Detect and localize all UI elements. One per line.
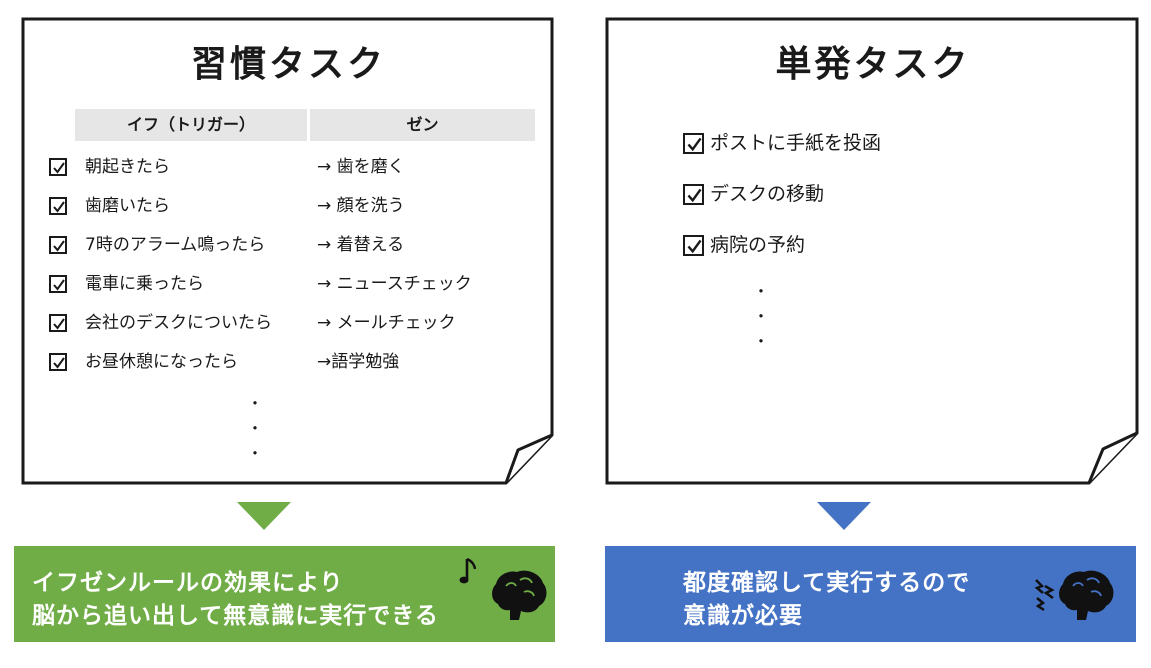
- single-task-title: 単発タスク: [775, 44, 971, 85]
- habit-action: → 顔を洗う: [317, 196, 405, 216]
- checkbox-checked-icon[interactable]: [49, 275, 67, 293]
- checkbox-checked-icon[interactable]: [49, 197, 67, 215]
- page-curl-frame: [605, 17, 1139, 485]
- column-header-if: イフ（トリガー）: [75, 109, 307, 141]
- single-task-label: デスクの移動: [710, 183, 825, 205]
- habit-trigger: 朝起きたら: [85, 157, 170, 177]
- checkbox-checked-icon[interactable]: [49, 236, 67, 254]
- habit-row: 朝起きたら → 歯を磨く: [49, 154, 529, 180]
- single-task-card: 単発タスク ポストに手紙を投函 デスクの移動 病院の予約 ・ ・ ・: [605, 17, 1141, 487]
- brain-icon: [1059, 570, 1114, 620]
- checkbox-checked-icon[interactable]: [49, 158, 67, 176]
- habit-row: お昼休憩になったら →語学勉強: [49, 349, 529, 375]
- checkbox-checked-icon[interactable]: [683, 133, 704, 154]
- stress-spark-icon: [1034, 579, 1055, 612]
- single-task-item: ポストに手紙を投函: [683, 130, 1083, 156]
- banner-line-2: 意識が必要: [683, 603, 803, 629]
- habit-row: 電車に乗ったら → ニュースチェック: [49, 271, 529, 297]
- checkbox-checked-icon[interactable]: [683, 235, 704, 256]
- banner-line-1: イフゼンルールの効果により: [32, 570, 344, 596]
- habit-trigger: お昼休憩になったら: [85, 352, 238, 372]
- habit-row: 会社のデスクについたら → メールチェック: [49, 310, 529, 336]
- down-arrow-blue: [817, 502, 871, 530]
- habit-action: →語学勉強: [317, 352, 400, 372]
- ellipsis-dots: ・ ・ ・: [752, 282, 769, 351]
- checkbox-checked-icon[interactable]: [49, 353, 67, 371]
- down-arrow-green: [237, 502, 291, 530]
- checkbox-checked-icon[interactable]: [683, 184, 704, 205]
- ellipsis-dots: ・ ・ ・: [246, 394, 263, 463]
- banner-line-1: 都度確認して実行するので: [683, 570, 971, 596]
- single-task-label: ポストに手紙を投函: [710, 132, 882, 154]
- single-task-label: 病院の予約: [710, 234, 806, 256]
- column-header-then: ゼン: [310, 109, 535, 141]
- habit-task-title: 習慣タスク: [190, 44, 386, 85]
- banner-line-2: 脳から追い出して無意識に実行できる: [32, 603, 439, 629]
- habit-trigger: 電車に乗ったら: [85, 274, 204, 294]
- habit-action: → メールチェック: [317, 313, 456, 333]
- habit-trigger: 会社のデスクについたら: [85, 313, 272, 333]
- habit-effect-banner: イフゼンルールの効果により 脳から追い出して無意識に実行できる: [14, 546, 555, 642]
- brain-icon: [492, 570, 547, 620]
- habit-action: → ニュースチェック: [317, 274, 472, 294]
- habit-trigger: 7時のアラーム鳴ったら: [85, 235, 266, 255]
- habit-trigger: 歯磨いたら: [85, 196, 170, 216]
- habit-task-card: 習慣タスク イフ（トリガー） ゼン 朝起きたら → 歯を磨く 歯磨いたら → 顔…: [21, 17, 556, 487]
- checkbox-checked-icon[interactable]: [49, 314, 67, 332]
- habit-action: → 歯を磨く: [317, 157, 405, 177]
- single-task-item: 病院の予約: [683, 232, 1083, 258]
- single-task-banner: 都度確認して実行するので 意識が必要: [605, 546, 1136, 642]
- music-note-icon: [459, 557, 477, 584]
- single-task-item: デスクの移動: [683, 181, 1083, 207]
- habit-action: → 着替える: [317, 235, 405, 255]
- habit-row: 7時のアラーム鳴ったら → 着替える: [49, 232, 529, 258]
- habit-row: 歯磨いたら → 顔を洗う: [49, 193, 529, 219]
